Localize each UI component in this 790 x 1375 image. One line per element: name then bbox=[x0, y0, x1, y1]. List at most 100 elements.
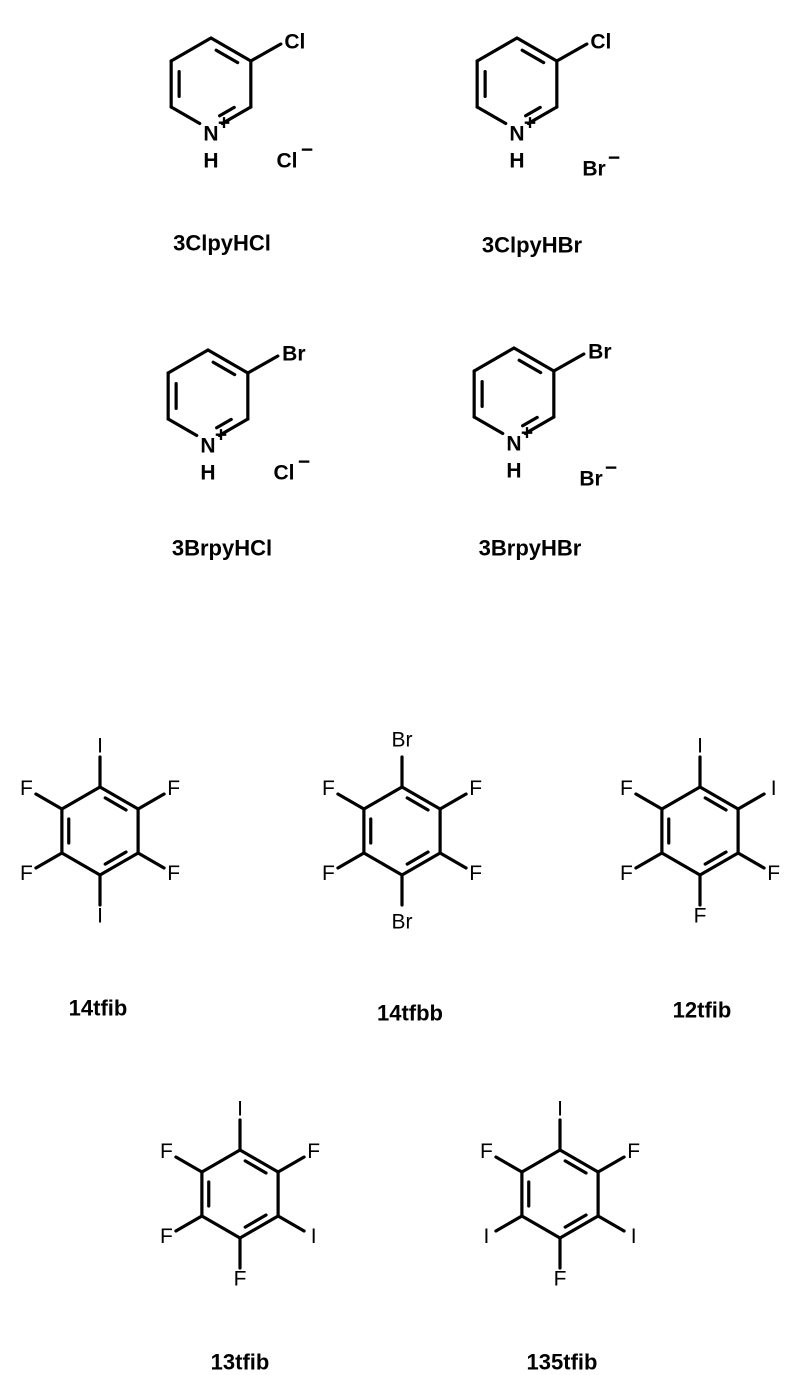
substituent-bond bbox=[736, 851, 766, 870]
double-bond-inner bbox=[703, 796, 728, 812]
substituent-atom: F bbox=[322, 862, 335, 885]
double-bond-inner bbox=[517, 358, 543, 375]
double-bond-inner bbox=[563, 1213, 588, 1229]
ring-bond bbox=[362, 785, 404, 811]
ring-bond bbox=[660, 851, 702, 877]
substituent-atom: F bbox=[307, 1140, 320, 1163]
ring-bond bbox=[169, 105, 202, 126]
ring-bond bbox=[206, 348, 250, 375]
substituent-atom: F bbox=[322, 777, 335, 800]
ring-bond bbox=[169, 36, 213, 63]
negative-charge: − bbox=[301, 139, 313, 162]
substituent-atom: F bbox=[469, 862, 482, 885]
negative-charge: − bbox=[605, 457, 617, 480]
substituent-atom: F bbox=[20, 862, 33, 885]
structure-caption: 3ClpyHCl bbox=[173, 231, 271, 256]
substituent-atom: F bbox=[694, 905, 707, 928]
ring-bond bbox=[472, 346, 516, 373]
substituent-atom: F bbox=[627, 1140, 640, 1163]
double-bond-inner bbox=[214, 48, 240, 65]
substituent-bond bbox=[336, 851, 366, 870]
ring-bond bbox=[400, 851, 442, 877]
ring-bond bbox=[515, 36, 559, 63]
ring-bond bbox=[558, 1148, 600, 1174]
double-bond-inner bbox=[103, 796, 128, 812]
substituent-atom: I bbox=[97, 905, 103, 928]
nitrogen-atom: N bbox=[509, 123, 524, 146]
hydrogen-atom: H bbox=[203, 150, 218, 173]
hydrogen-atom: H bbox=[200, 462, 215, 485]
substituent-atom: I bbox=[771, 777, 777, 800]
ring-bond bbox=[98, 851, 140, 877]
substituent-bond bbox=[34, 792, 64, 811]
ring-bond bbox=[166, 417, 199, 438]
double-bond-inner bbox=[215, 417, 233, 430]
substituent-bond bbox=[494, 1214, 524, 1233]
ring-bond bbox=[472, 415, 505, 436]
substituent-atom: F bbox=[620, 777, 633, 800]
double-bond-inner bbox=[243, 1213, 268, 1229]
nitrogen-atom: N bbox=[200, 435, 215, 458]
substituent-atom: F bbox=[234, 1268, 247, 1291]
substituent-bond bbox=[336, 792, 366, 811]
substituent-bond bbox=[276, 1214, 306, 1233]
substituent-atom: Cl bbox=[284, 31, 305, 54]
substituent-atom: F bbox=[160, 1225, 173, 1248]
counterion: Br bbox=[579, 468, 602, 491]
ring-bond bbox=[400, 785, 442, 811]
counterion: Cl bbox=[277, 150, 298, 173]
ring-bond bbox=[200, 1214, 242, 1240]
double-bond-inner bbox=[211, 360, 237, 377]
substituent-bond bbox=[736, 792, 766, 811]
substituent-bond bbox=[438, 792, 468, 811]
double-bond-inner bbox=[563, 1159, 588, 1175]
ring-bond bbox=[523, 415, 556, 436]
substituent-atom: F bbox=[469, 777, 482, 800]
structure-caption: 3ClpyHBr bbox=[482, 233, 583, 258]
structure-caption: 135tfib bbox=[527, 1350, 598, 1375]
substituent-atom: I bbox=[97, 735, 103, 758]
double-bond-inner bbox=[405, 850, 430, 866]
ring-bond bbox=[238, 1148, 280, 1174]
ring-bond bbox=[660, 785, 702, 811]
benzene-structure: I F F I F F bbox=[20, 735, 180, 928]
double-bond-inner bbox=[524, 105, 542, 118]
substituent-atom: Br bbox=[392, 729, 413, 752]
structure-caption: 14tfbb bbox=[377, 1001, 443, 1026]
counterion: Cl bbox=[274, 462, 295, 485]
positive-charge: + bbox=[521, 422, 533, 445]
ring-bond bbox=[558, 1214, 600, 1240]
substituent-atom: F bbox=[20, 777, 33, 800]
substituent-atom: I bbox=[483, 1225, 489, 1248]
substituent-bond bbox=[596, 1214, 626, 1233]
positive-charge: + bbox=[218, 112, 230, 135]
substituent-atom: F bbox=[620, 862, 633, 885]
double-bond-inner bbox=[521, 415, 539, 428]
substituent-atom: F bbox=[167, 777, 180, 800]
ring-bond bbox=[698, 785, 740, 811]
double-bond-inner bbox=[103, 850, 128, 866]
structure-caption: 12tfib bbox=[673, 998, 732, 1023]
substituent-bond bbox=[34, 851, 64, 870]
double-bond-inner bbox=[520, 48, 546, 65]
positive-charge: + bbox=[524, 112, 536, 135]
substituent-bond bbox=[438, 851, 468, 870]
negative-charge: − bbox=[608, 147, 620, 170]
double-bond-inner bbox=[703, 850, 728, 866]
substituent-bond bbox=[136, 851, 166, 870]
negative-charge: − bbox=[298, 451, 310, 474]
double-bond-inner bbox=[218, 105, 236, 118]
substituent-bond bbox=[552, 352, 586, 373]
structure-caption: 3BrpyHCl bbox=[172, 536, 272, 561]
substituent-atom: F bbox=[167, 862, 180, 885]
ring-bond bbox=[200, 1148, 242, 1174]
ring-bond bbox=[362, 851, 404, 877]
ring-bond bbox=[98, 785, 140, 811]
double-bond-inner bbox=[405, 796, 430, 812]
substituent-atom: F bbox=[480, 1140, 493, 1163]
